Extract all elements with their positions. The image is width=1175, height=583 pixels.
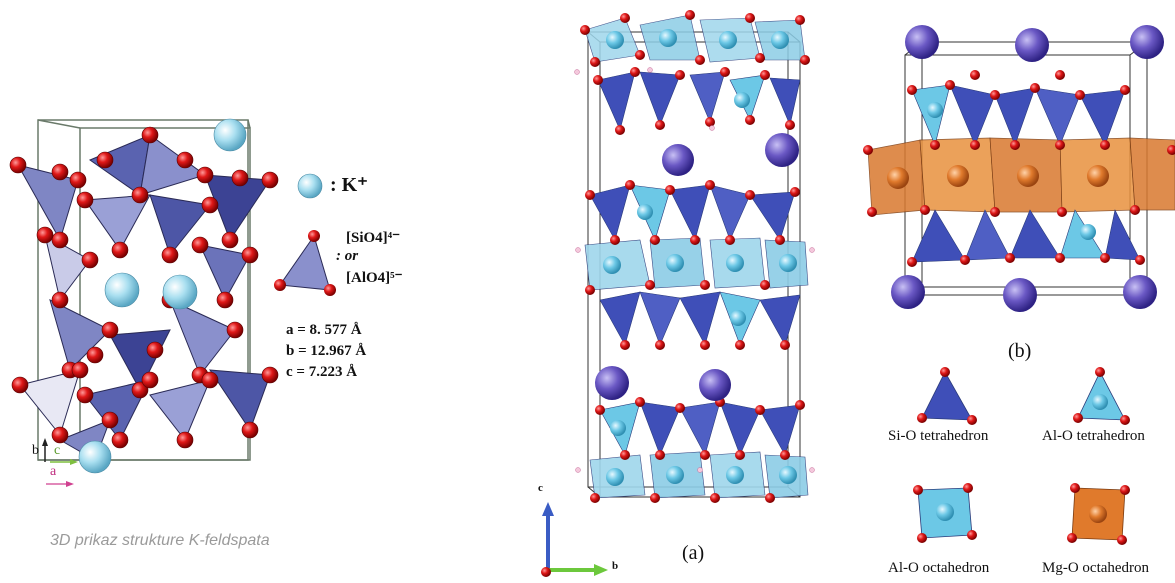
legend-al-o-tetrahedron <box>1073 367 1130 425</box>
mg-atoms-b <box>887 165 1109 189</box>
axis-c-label: c <box>54 443 61 458</box>
panel-a-structure <box>574 10 815 503</box>
legend-or-label: : or <box>336 248 359 264</box>
panel-a-axis-a: a <box>533 567 539 579</box>
large-cations-b <box>891 25 1164 312</box>
oxygen-atoms <box>9 126 279 449</box>
tetra-layer-b-top <box>911 84 1126 146</box>
top-layer <box>584 14 806 131</box>
al-atoms-a <box>603 29 797 486</box>
legend-al-o-tetrahedron-label: Al-O tetrahedron <box>1042 428 1145 444</box>
potassium-swatch <box>297 173 323 199</box>
panel-b-structure <box>863 25 1175 312</box>
panel-a-label: (a) <box>682 542 705 564</box>
hydrogen-atoms-a <box>574 67 815 473</box>
large-cations-a <box>595 133 799 401</box>
legend-k-label: : K⁺ <box>330 174 368 196</box>
legend-alo4-label: [AlO4]⁵⁻ <box>346 270 403 286</box>
legend-tetrahedron <box>274 230 336 296</box>
figure-caption: 3D prikaz strukture K-feldspata <box>50 532 270 549</box>
axis-indicator-left <box>42 438 78 487</box>
axis-a-label: a <box>50 464 57 479</box>
panel-a-axis-b: b <box>612 560 619 572</box>
panel-a-axis-c: c <box>538 482 543 494</box>
al-atoms-b <box>927 102 1096 240</box>
potassium-atoms <box>78 118 247 474</box>
legend-si-o-tetrahedron <box>917 367 977 425</box>
legend-al-o-octahedron <box>913 483 977 543</box>
legend-sio4-label: [SiO4]⁴⁻ <box>346 230 401 246</box>
legend-k-ion <box>297 173 323 199</box>
unit-cell-frame <box>37 119 251 461</box>
param-b: b = 12.967 Å <box>286 343 367 359</box>
legend-mg-o-octahedron-label: Mg-O octahedron <box>1042 560 1150 576</box>
panel-b-label: (b) <box>1008 340 1032 362</box>
param-c: c = 7.223 Å <box>286 364 358 380</box>
legend-si-o-tetrahedron-label: Si-O tetrahedron <box>888 428 989 444</box>
tetra-layer-b-bottom <box>911 209 1141 263</box>
oxygen-atoms-b <box>863 70 1175 267</box>
axis-b-label: b <box>32 443 39 458</box>
param-a: a = 8. 577 Å <box>286 322 362 338</box>
legend-mg-o-octahedron <box>1067 483 1130 545</box>
bottom-layers <box>589 401 809 499</box>
axis-indicator-a <box>541 502 608 577</box>
legend-al-o-octahedron-label: Al-O octahedron <box>888 560 990 576</box>
k-feldspar-structure <box>9 118 279 474</box>
oxygen-atoms-a <box>580 10 810 503</box>
